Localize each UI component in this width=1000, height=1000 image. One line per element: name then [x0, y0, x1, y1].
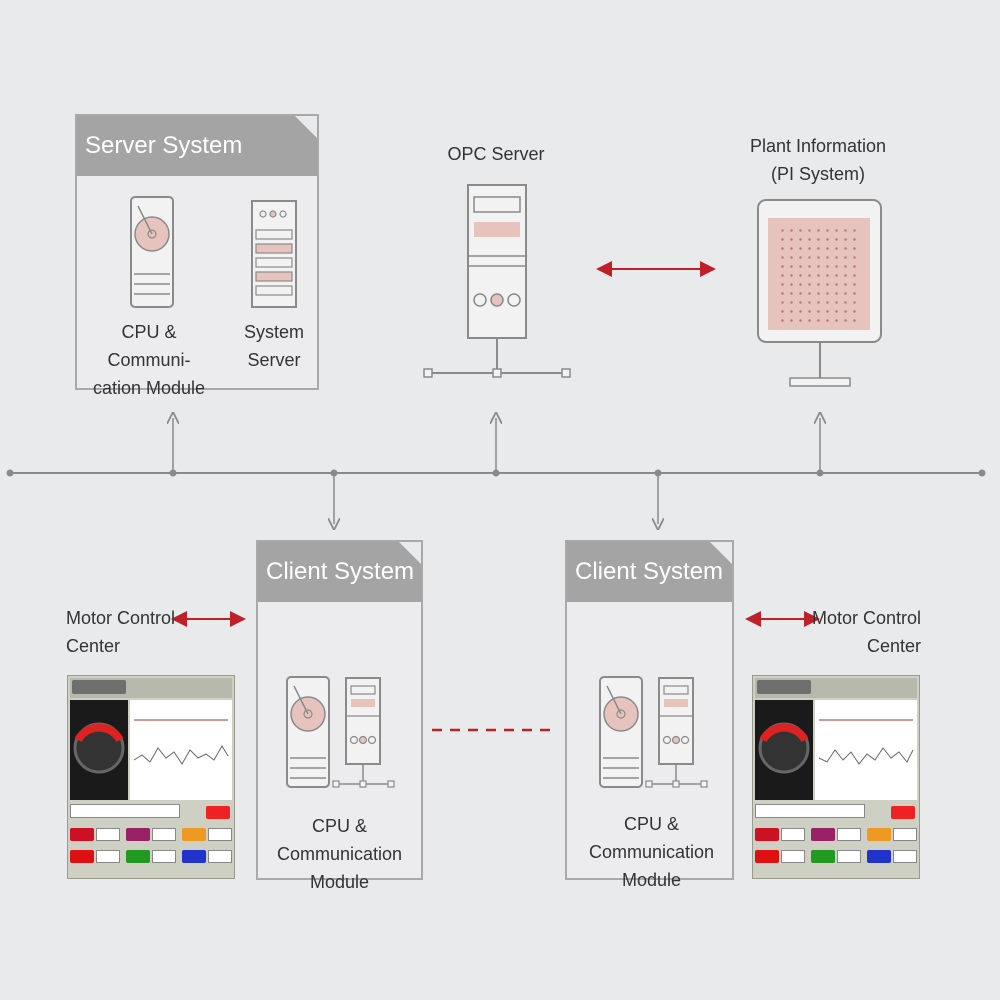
server-tower-icon [645, 677, 708, 788]
server-system-title: Server System [85, 132, 243, 159]
client-module-label-right: CPU & Communication Module [588, 814, 715, 890]
server-rack-icon [251, 200, 297, 308]
mcc-label-right: Motor Control Center [811, 608, 921, 656]
pi-monitor-screen-dots [778, 226, 862, 322]
bus-node-server [169, 469, 177, 477]
client-system-header-right: Client System [567, 542, 732, 602]
client-system-title-left: Client System [266, 558, 415, 585]
client-system-box-right: Client System CPU & Communication Module [565, 540, 734, 890]
client-system-box-left: Client System CPU & Communication Module [256, 540, 423, 892]
client-system-header-left: Client System [258, 542, 421, 602]
server-system-header: Server System [77, 116, 317, 176]
client-system-title-right: Client System [575, 558, 724, 585]
hard-drive-icon [599, 676, 643, 788]
bus-endpoint-right [978, 469, 986, 477]
pi-system-label: Plant Information (PI System) [749, 136, 887, 184]
server-tower-icon [332, 677, 395, 788]
mcc-label-left: Motor Control Center [66, 608, 176, 656]
bus-endpoint-left [6, 469, 14, 477]
bus-node-client-right [654, 469, 662, 477]
mcc-panel-screenshot-left [67, 675, 235, 879]
mcc-panel-screenshot-right [752, 675, 920, 879]
opc-server-icon [423, 184, 571, 378]
bus-node-pi [816, 469, 824, 477]
server-system-box: Server System CPU & Communi- cation Modu… [75, 114, 319, 398]
bus-node-opc [492, 469, 500, 477]
opc-server-label: OPC Server [447, 144, 545, 164]
cpu-module-label: CPU & Communi- cation Module [92, 322, 206, 398]
bus-node-client-left [330, 469, 338, 477]
hard-drive-icon [286, 676, 330, 788]
hard-drive-icon [130, 196, 174, 308]
system-server-label: System Server [243, 322, 304, 370]
client-module-label-left: CPU & Communication Module [276, 816, 403, 892]
